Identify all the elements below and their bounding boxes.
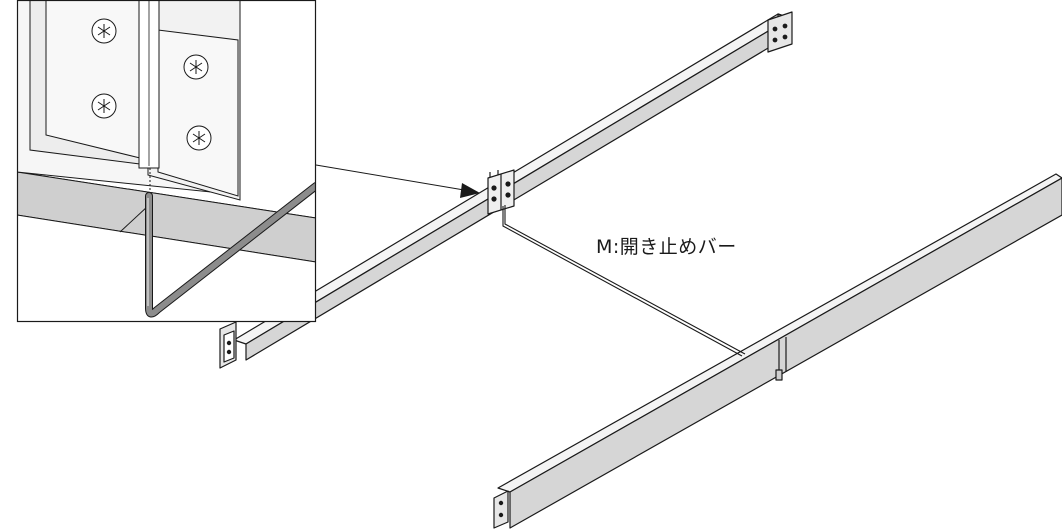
- callout-leader: [315, 164, 480, 198]
- zoom-inset-frame: [16, 0, 317, 323]
- part-label-stop-bar: M:開き止めバー: [596, 236, 737, 258]
- zoom-inset: [17, 0, 316, 322]
- arrowhead-icon: [460, 183, 480, 198]
- screw-icons: [91, 18, 212, 151]
- stop-bar-rod: [502, 205, 746, 357]
- upper-rail: [219, 11, 793, 369]
- lower-rail: [493, 173, 1062, 529]
